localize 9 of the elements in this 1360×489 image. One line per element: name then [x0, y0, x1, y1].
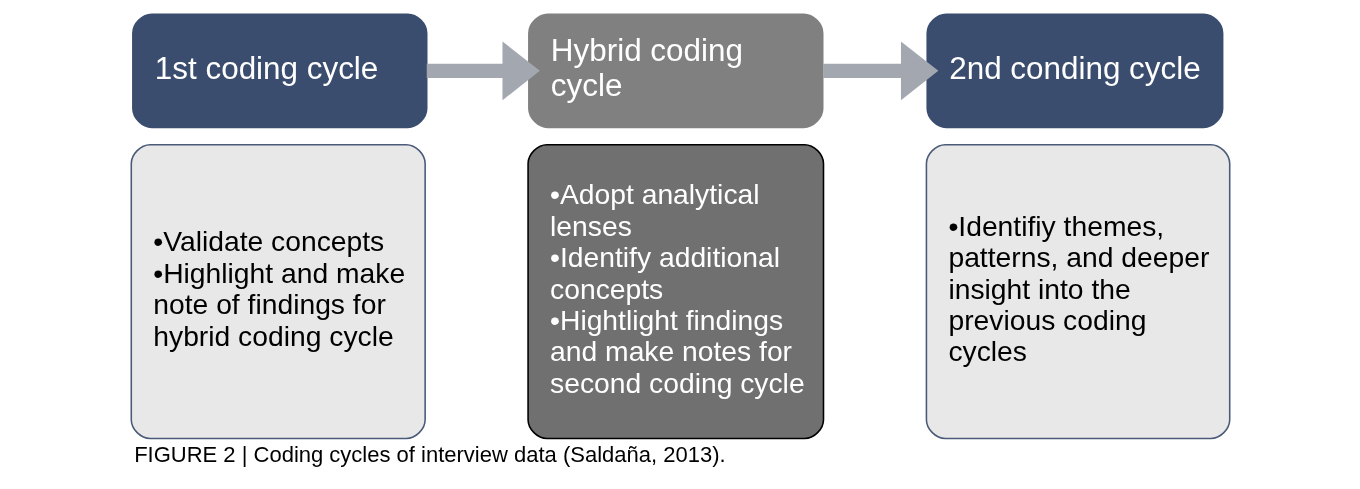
node-box: 1st coding cycle	[131, 13, 427, 129]
node-box: 2nd conding cycle	[925, 13, 1223, 129]
node-box: •Identifiy themes, patterns, and deeper insight into the previous coding cycles	[925, 143, 1230, 440]
node-box: •Validate concepts •Highlight and make note of findings for hybrid coding cycle	[130, 143, 426, 440]
node-box: Hybrid coding cycle	[527, 13, 823, 129]
node-box: •Adopt analytical lenses •Identify additional concepts •Hightlight findings and make notes for second coding cycle	[526, 143, 824, 440]
arrow	[822, 41, 938, 101]
arrow	[426, 41, 540, 101]
caption: FIGURE 2 | Coding cycles of interview data (Saldaña, 2013).	[133, 442, 726, 468]
